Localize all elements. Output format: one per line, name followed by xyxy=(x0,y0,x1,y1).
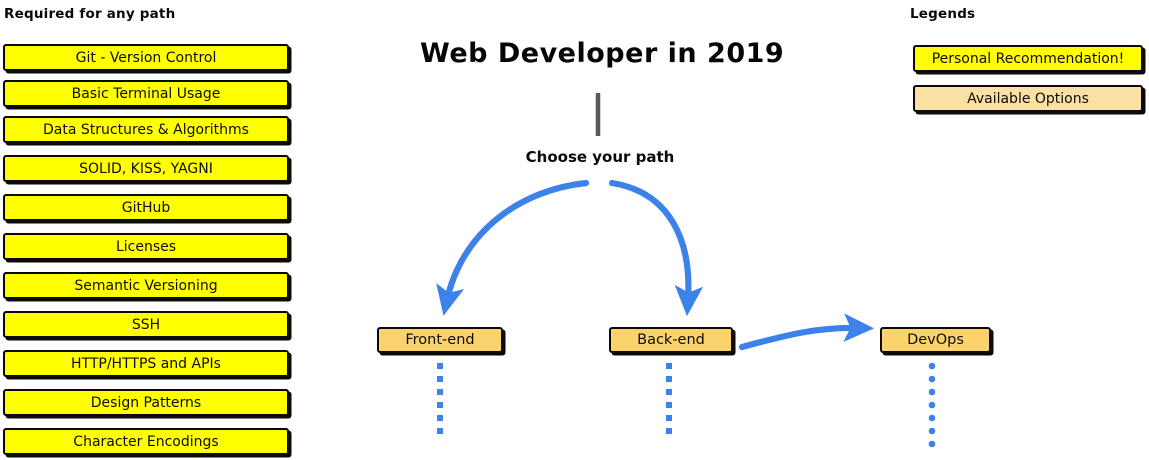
required-item-label: Character Encodings xyxy=(73,433,219,450)
path-node-devops[interactable]: DevOps xyxy=(880,327,991,353)
required-item-label: Semantic Versioning xyxy=(74,277,218,294)
required-item-label: HTTP/HTTPS and APIs xyxy=(71,355,221,372)
legend-item-personal-recommendation: Personal Recommendation! xyxy=(913,45,1143,72)
arrow-backend-to-devops xyxy=(738,313,875,351)
required-item-label: Licenses xyxy=(115,238,177,255)
required-section-heading: Required for any path xyxy=(4,6,176,22)
required-item-character-encodings[interactable]: Character Encodings xyxy=(3,428,289,455)
dotted-trail-frontend xyxy=(437,363,443,434)
arrow-to-backend xyxy=(608,179,704,317)
legend-item-label: Personal Recommendation! xyxy=(931,50,1125,67)
required-item-design-patterns[interactable]: Design Patterns xyxy=(3,389,289,416)
required-item-solid-kiss-yagni[interactable]: SOLID, KISS, YAGNI xyxy=(3,155,289,182)
required-item-basic-terminal[interactable]: Basic Terminal Usage xyxy=(3,80,289,107)
required-item-label: Data Structures & Algorithms xyxy=(43,121,249,138)
dotted-trail-devops xyxy=(928,362,936,448)
required-item-http-https-apis[interactable]: HTTP/HTTPS and APIs xyxy=(3,350,289,377)
required-item-semantic-versioning[interactable]: Semantic Versioning xyxy=(3,272,289,299)
path-node-label: Back-end xyxy=(637,331,705,348)
required-item-label: Git - Version Control xyxy=(75,49,217,66)
required-item-label: Basic Terminal Usage xyxy=(71,85,221,102)
required-item-git[interactable]: Git - Version Control xyxy=(3,44,289,71)
required-item-label: SSH xyxy=(131,316,161,333)
arrow-to-frontend xyxy=(436,179,590,316)
required-item-label: GitHub xyxy=(121,199,171,216)
required-item-ssh[interactable]: SSH xyxy=(3,311,289,338)
path-node-label: Front-end xyxy=(405,331,475,348)
path-node-label: DevOps xyxy=(907,331,964,348)
required-item-licenses[interactable]: Licenses xyxy=(3,233,289,260)
path-node-back-end[interactable]: Back-end xyxy=(609,327,733,353)
choose-path-label: Choose your path xyxy=(525,148,675,166)
required-item-label: SOLID, KISS, YAGNI xyxy=(79,160,213,177)
dotted-trail-backend xyxy=(666,363,672,434)
path-node-front-end[interactable]: Front-end xyxy=(377,327,503,353)
required-item-label: Design Patterns xyxy=(90,394,202,411)
required-item-github[interactable]: GitHub xyxy=(3,194,289,221)
legend-item-label: Available Options xyxy=(967,90,1089,107)
required-item-data-structures[interactable]: Data Structures & Algorithms xyxy=(3,116,289,143)
page-title: Web Developer in 2019 xyxy=(420,38,785,69)
legend-section-heading: Legends xyxy=(910,6,976,22)
legend-item-available-options: Available Options xyxy=(913,85,1143,112)
